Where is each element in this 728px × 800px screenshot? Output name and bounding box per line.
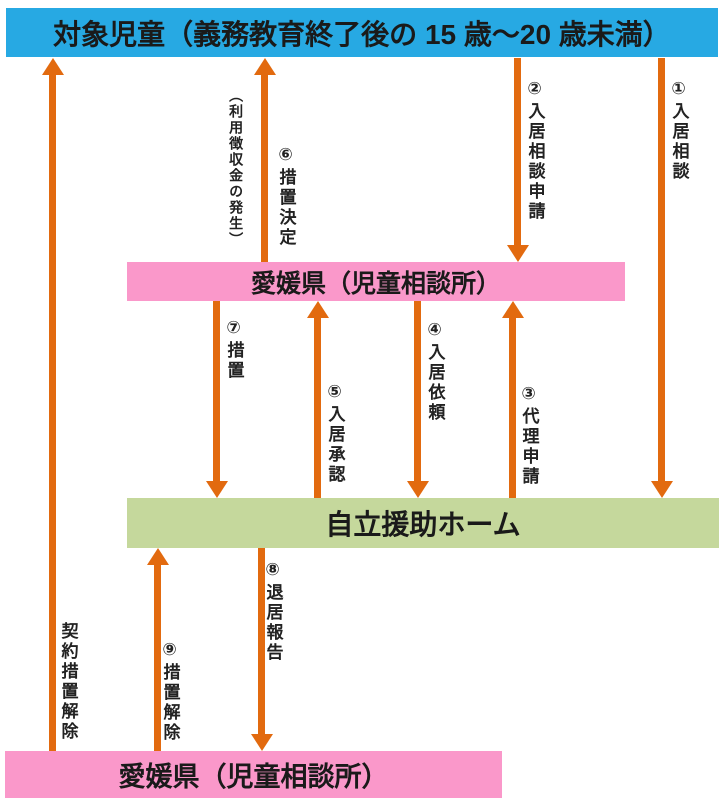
label-step4-move-in-request: ④入居依頼 <box>425 320 445 423</box>
arrow-shaft <box>213 301 220 484</box>
label-usage-fee-note: （利用徴収金の発生） <box>228 88 245 248</box>
arrowhead-down-icon <box>507 245 529 262</box>
arrowhead-down-icon <box>651 481 673 498</box>
arrow-shaft <box>414 301 421 484</box>
arrow-step2-application-down-icon <box>507 58 529 262</box>
arrow-step7-placement-down-icon <box>206 301 228 498</box>
arrow-shaft <box>514 58 521 248</box>
label-step8-move-out-report: ⑧退居報告 <box>263 560 283 663</box>
prefecture-child-center-bottom-banner: 愛媛県（児童相談所） <box>5 751 502 798</box>
arrow-shaft <box>154 562 161 751</box>
arrow-step8-report-down-icon <box>251 548 273 751</box>
label-step1-move-in-consultation: ①入居相談 <box>669 79 689 182</box>
arrow-step3-proxy-application-up-icon <box>502 301 524 498</box>
arrow-step1-consultation-down-icon <box>651 58 673 498</box>
prefecture-child-center-top-banner: 愛媛県（児童相談所） <box>127 262 625 301</box>
label-step9-placement-release: ⑨措置解除 <box>160 640 180 743</box>
arrowhead-up-icon <box>502 301 524 318</box>
label-step3-proxy-application: ③代理申請 <box>519 384 539 487</box>
arrow-shaft <box>258 548 265 737</box>
arrow-contract-release-up-icon <box>42 58 64 751</box>
arrowhead-down-icon <box>251 734 273 751</box>
arrowhead-down-icon <box>407 481 429 498</box>
arrow-step5-approval-up-icon <box>307 301 329 498</box>
arrow-shaft <box>509 315 516 498</box>
arrow-shaft <box>261 72 268 262</box>
label-step2-move-in-consultation-application: ②入居相談申請 <box>525 79 545 222</box>
support-home-banner: 自立援助ホーム <box>127 498 719 548</box>
arrowhead-up-icon <box>307 301 329 318</box>
target-children-banner: 対象児童（義務教育終了後の 15 歳～20 歳未満） <box>6 8 718 57</box>
arrow-step9-release-up-icon <box>147 548 169 751</box>
label-step5-move-in-approval: ⑤入居承認 <box>325 382 345 485</box>
arrow-shaft <box>314 315 321 498</box>
arrowhead-down-icon <box>206 481 228 498</box>
label-contract-placement-release: 契約措置解除 <box>58 622 78 742</box>
arrow-step4-request-down-icon <box>407 301 429 498</box>
arrowhead-up-icon <box>42 58 64 75</box>
arrowhead-up-icon <box>254 58 276 75</box>
arrow-shaft <box>49 72 56 751</box>
label-step6-placement-decision: ⑥措置決定 <box>276 145 296 248</box>
arrow-shaft <box>658 58 665 484</box>
arrowhead-up-icon <box>147 548 169 565</box>
label-step7-placement: ⑦措置 <box>224 318 244 381</box>
arrow-step6-placement-decision-up-icon <box>254 58 276 262</box>
